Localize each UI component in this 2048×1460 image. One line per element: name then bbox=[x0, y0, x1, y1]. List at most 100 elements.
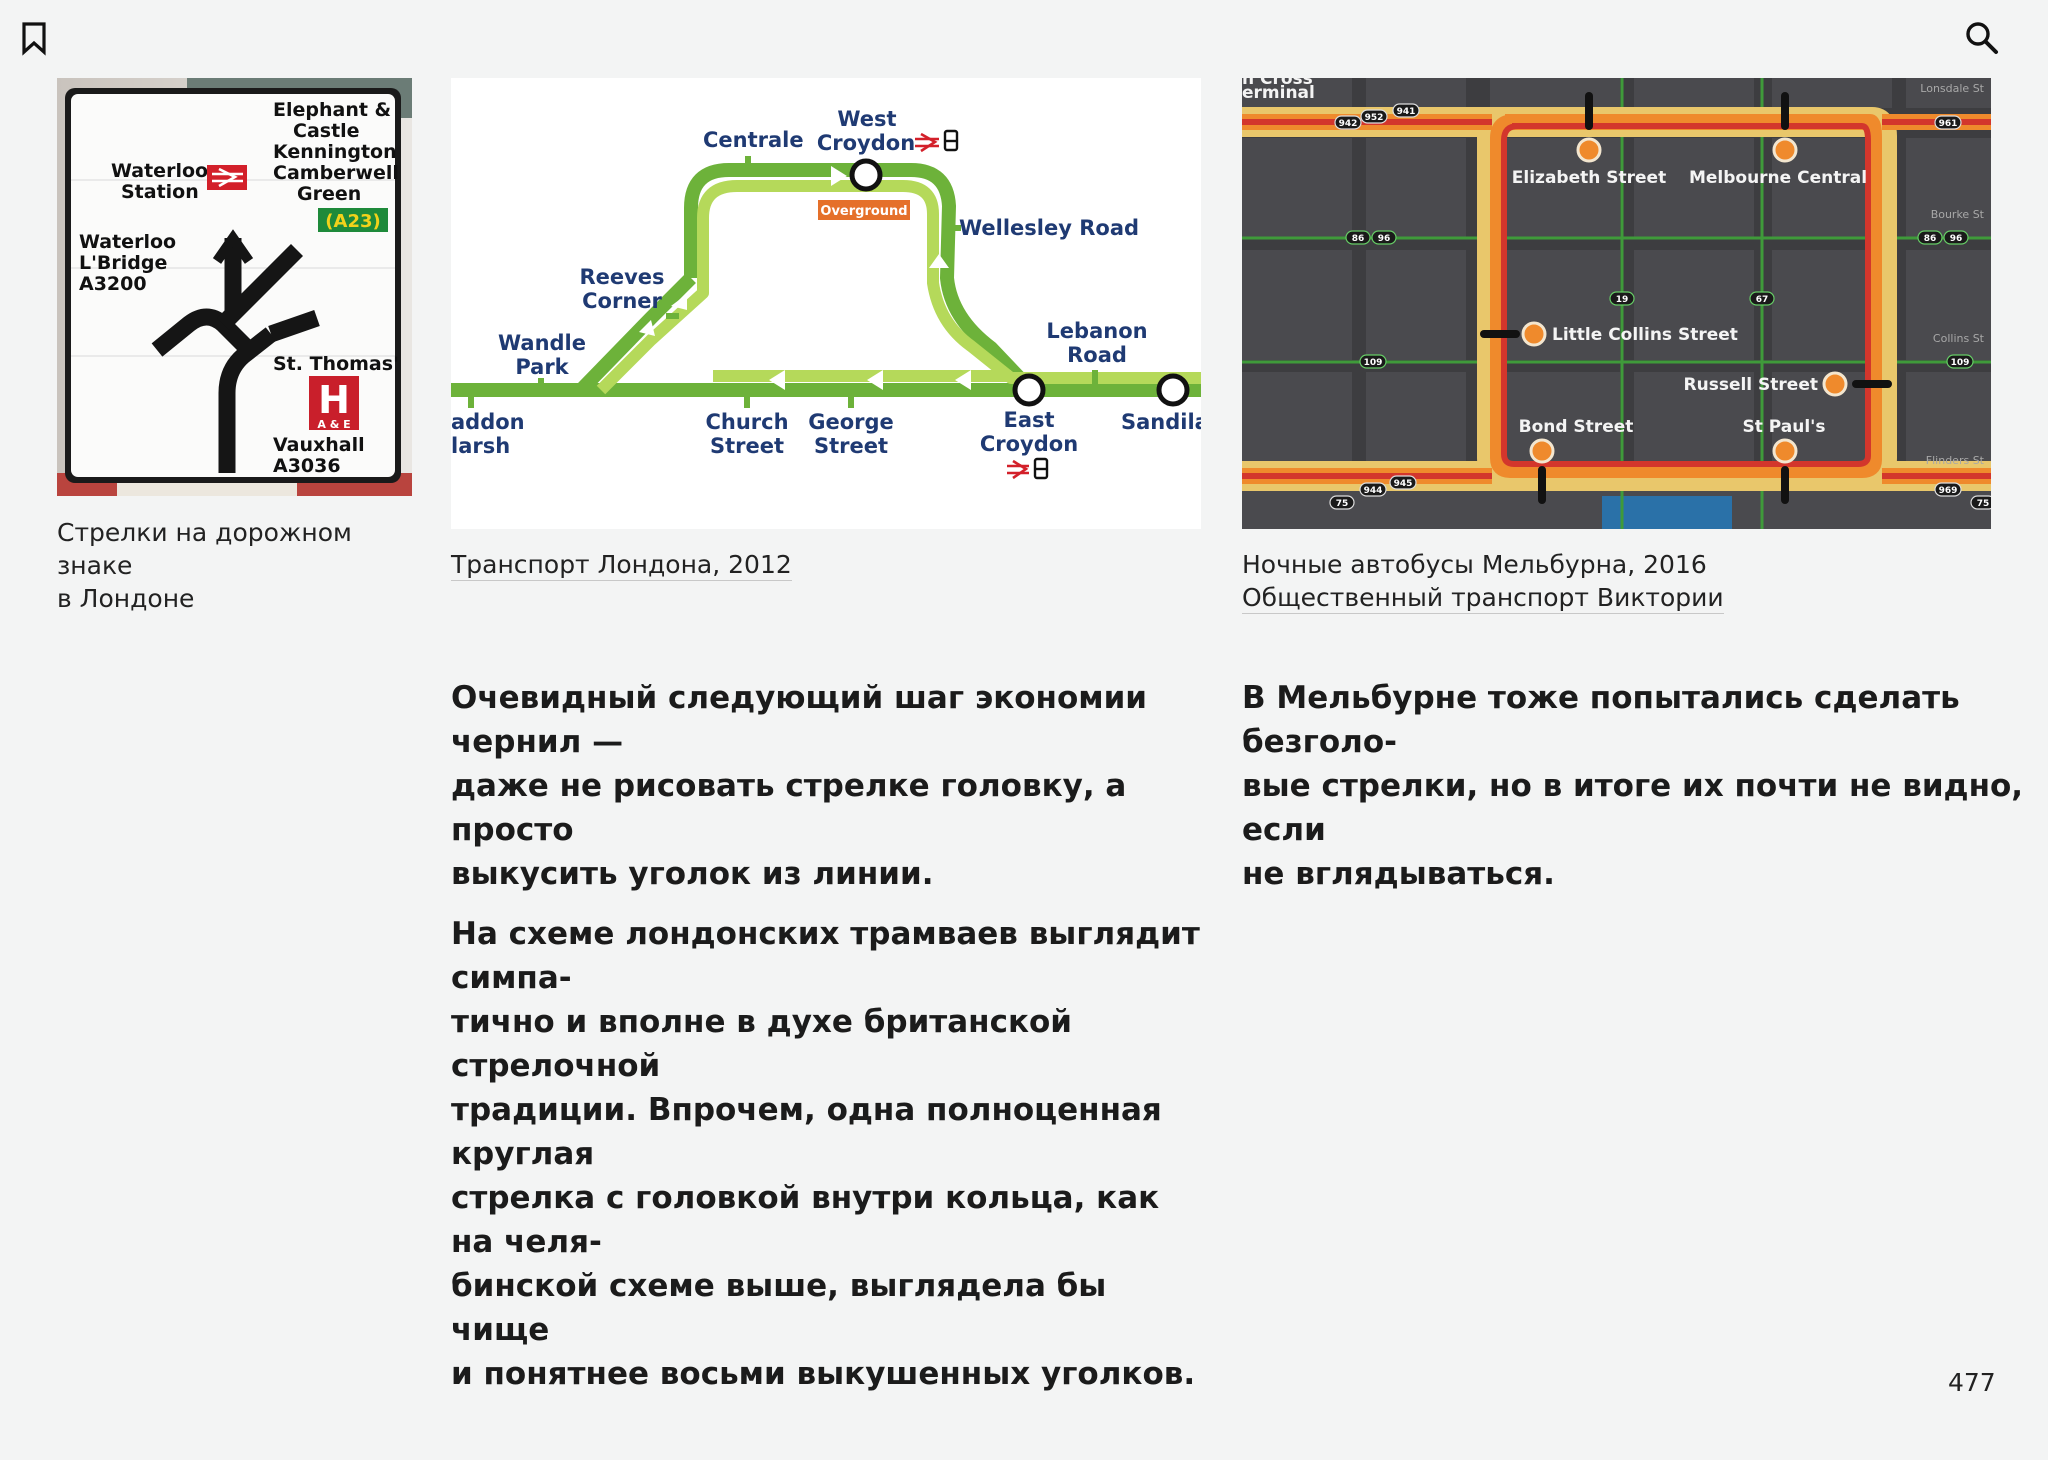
tram-loop-outer bbox=[684, 163, 1037, 395]
sign-text-elephant-3: Kennington bbox=[273, 141, 397, 163]
station-lebanon-2: Road bbox=[1067, 343, 1127, 367]
sign-arrow-waterloo-bridge bbox=[151, 308, 254, 357]
sign-hospital-h: H bbox=[318, 378, 350, 422]
national-rail-icon-east bbox=[1007, 459, 1029, 480]
station-reeves-2: Corner bbox=[582, 289, 662, 313]
sign-text-waterloo-station-2: Station bbox=[121, 181, 199, 203]
svg-text:969: 969 bbox=[1939, 486, 1958, 496]
sign-a23-badge bbox=[318, 208, 388, 232]
station-church-2: Street bbox=[710, 434, 784, 458]
station-east-croydon-1: East bbox=[1003, 408, 1054, 432]
station-west-croydon-marker bbox=[849, 158, 883, 192]
station-george-1: George bbox=[808, 410, 894, 434]
svg-text:945: 945 bbox=[1394, 479, 1413, 489]
tram-icon bbox=[943, 129, 959, 152]
body-paragraph-2: На схеме лондонских трамваев выглядит си… bbox=[451, 916, 1200, 1392]
caption-melbourne-line1: Ночные автобусы Мельбурна, 2016 bbox=[1242, 550, 1707, 579]
stop-melbourne-central: Melbourne Central bbox=[1689, 168, 1867, 188]
stop-st-pauls: St Paul's bbox=[1742, 417, 1825, 437]
stop-bond: Bond Street bbox=[1519, 417, 1634, 437]
svg-text:942: 942 bbox=[1339, 119, 1358, 129]
sign-hospital-ae: A & E bbox=[317, 418, 350, 431]
bookmark-icon bbox=[22, 22, 46, 56]
station-sandilands-marker bbox=[1156, 373, 1190, 407]
svg-text:75: 75 bbox=[1336, 499, 1349, 509]
caption-london: Транспорт Лондона, 2012 bbox=[451, 548, 792, 581]
overground-badge bbox=[818, 200, 910, 220]
station-sandilands: Sandilar bbox=[1121, 410, 1201, 434]
station-centrale: Centrale bbox=[703, 128, 804, 152]
bus-stop-markers bbox=[1521, 137, 1848, 464]
search-button[interactable] bbox=[1962, 18, 2002, 58]
street-lonsdale: Lonsdale St bbox=[1920, 82, 1984, 95]
sign-hospital-badge bbox=[309, 376, 359, 430]
sign-a23-text: (A23) bbox=[325, 211, 380, 232]
london-tram-map: Overground Centrale West Croydon Wellesl… bbox=[451, 78, 1201, 529]
melbourne-night-bus-map: Elizabeth Street Melbourne Central Littl… bbox=[1242, 78, 1991, 529]
svg-text:109: 109 bbox=[1951, 358, 1970, 368]
body-text-left: Очевидный следующий шаг экономии чернил … bbox=[451, 676, 1211, 1396]
sign-text-waterloo-bridge-2: L'Bridge bbox=[79, 252, 167, 274]
station-wandle-2: Park bbox=[515, 355, 569, 379]
tram-loop-inner bbox=[596, 180, 1201, 395]
sign-text-waterloo-station-1: Waterloo bbox=[111, 160, 208, 182]
svg-text:941: 941 bbox=[1397, 107, 1416, 117]
sign-arrow-stthomas bbox=[268, 309, 320, 343]
bookmark-button[interactable] bbox=[18, 20, 50, 56]
sign-text-st-thomas: St. Thomas' bbox=[273, 353, 399, 375]
svg-text:19: 19 bbox=[1616, 295, 1629, 305]
street-flinders: Flinders St bbox=[1926, 454, 1985, 467]
sign-text-vauxhall-2: A3036 bbox=[273, 455, 341, 477]
caption-road-sign: Стрелки на дорожном знаке в Лондоне bbox=[57, 516, 417, 615]
sign-text-elephant-1: Elephant & bbox=[273, 99, 391, 121]
stop-terminal-1: n Cross bbox=[1242, 78, 1313, 89]
station-lebanon-1: Lebanon bbox=[1046, 319, 1147, 343]
station-east-croydon-2: Croydon bbox=[980, 432, 1078, 456]
body-paragraph-3: В Мельбурне тоже попытались сделать безг… bbox=[1242, 680, 2024, 892]
sign-text-elephant-5: Green bbox=[297, 183, 361, 205]
station-west-croydon-1: West bbox=[837, 107, 896, 131]
stop-elizabeth: Elizabeth Street bbox=[1512, 168, 1666, 188]
station-wandle-1: Wandle bbox=[498, 331, 586, 355]
svg-text:86: 86 bbox=[1352, 234, 1365, 244]
national-rail-icon bbox=[915, 132, 939, 153]
street-bourke: Bourke St bbox=[1931, 208, 1985, 221]
svg-text:86: 86 bbox=[1924, 234, 1937, 244]
caption-road-sign-line2: в Лондоне bbox=[57, 584, 195, 613]
sign-text-waterloo-bridge-1: Waterloo bbox=[79, 231, 176, 253]
station-waddon-2: larsh bbox=[451, 434, 510, 458]
overground-label: Overground bbox=[820, 204, 907, 219]
caption-melbourne-link[interactable]: Общественный транспорт Виктории bbox=[1242, 583, 1724, 614]
sign-text-elephant-4: Camberwell bbox=[273, 162, 399, 184]
station-waddon-1: addon bbox=[451, 410, 525, 434]
page-number: 477 bbox=[1948, 1368, 1996, 1397]
svg-text:96: 96 bbox=[1378, 234, 1391, 244]
caption-road-sign-line1: Стрелки на дорожном знаке bbox=[57, 518, 352, 580]
route-pills: 942 952 941 961 86 96 86 96 19 67 109 10… bbox=[1329, 103, 1991, 510]
sign-text-elephant-2: Castle bbox=[293, 120, 360, 142]
road-sign-photo: Elephant & Castle Kennington Camberwell … bbox=[57, 78, 412, 496]
tram-line-diagonal bbox=[575, 273, 696, 395]
svg-text:109: 109 bbox=[1364, 358, 1383, 368]
body-paragraph-1: Очевидный следующий шаг экономии чернил … bbox=[451, 680, 1148, 892]
svg-text:75: 75 bbox=[1977, 499, 1990, 509]
street-collins: Collins St bbox=[1933, 332, 1985, 345]
station-reeves-1: Reeves bbox=[579, 265, 664, 289]
caption-melbourne: Ночные автобусы Мельбурна, 2016 Обществе… bbox=[1242, 548, 1724, 614]
stop-little-collins: Little Collins Street bbox=[1552, 325, 1738, 345]
svg-text:961: 961 bbox=[1939, 119, 1958, 129]
caption-london-link[interactable]: Транспорт Лондона, 2012 bbox=[451, 550, 792, 581]
station-west-croydon-2: Croydon bbox=[817, 131, 915, 155]
station-church-1: Church bbox=[705, 410, 788, 434]
station-east-croydon-marker bbox=[1012, 373, 1046, 407]
svg-text:944: 944 bbox=[1364, 486, 1383, 496]
search-icon bbox=[1966, 22, 1998, 54]
sign-text-vauxhall-1: Vauxhall bbox=[273, 434, 365, 456]
svg-text:67: 67 bbox=[1756, 295, 1769, 305]
body-text-right: В Мельбурне тоже попытались сделать безг… bbox=[1242, 676, 2032, 896]
svg-text:952: 952 bbox=[1365, 113, 1384, 123]
svg-text:96: 96 bbox=[1950, 234, 1963, 244]
station-george-2: Street bbox=[814, 434, 888, 458]
stop-terminal-2: erminal bbox=[1242, 83, 1315, 103]
sign-arrow-vauxhall bbox=[218, 327, 277, 473]
